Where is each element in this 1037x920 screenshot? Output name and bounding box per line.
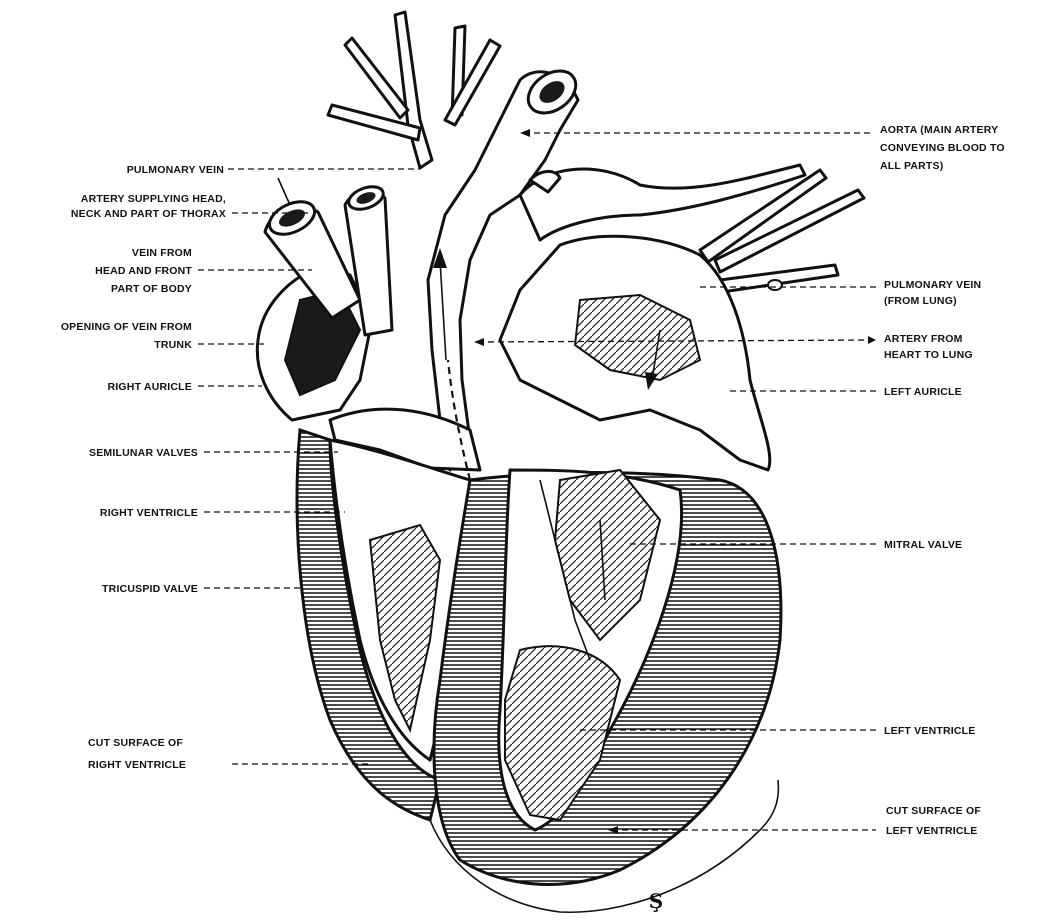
label-opening-vein-line2: TRUNK [154,339,192,351]
label-aorta-line2: CONVEYING BLOOD TO [880,142,1005,154]
heart-illustration [257,12,864,912]
label-left-ventricle: LEFT VENTRICLE [884,725,975,737]
label-mitral-valve: MITRAL VALVE [884,539,962,551]
label-cut-left-line2: LEFT VENTRICLE [886,825,977,837]
label-semilunar-valves: SEMILUNAR VALVES [89,447,198,459]
labels-left: PULMONARY VEIN ARTERY SUPPLYING HEAD, NE… [61,164,226,771]
top-vessels [328,12,500,168]
labels-right: AORTA (MAIN ARTERY CONVEYING BLOOD TO AL… [880,124,1005,837]
label-aorta-line1: AORTA (MAIN ARTERY [880,124,998,136]
label-cut-left-line1: CUT SURFACE OF [886,805,981,817]
label-opening-vein-line1: OPENING OF VEIN FROM [61,321,192,333]
label-left-auricle: LEFT AURICLE [884,386,962,398]
label-cut-right-line1: CUT SURFACE OF [88,737,183,749]
label-pulmonary-vein: PULMONARY VEIN [127,164,224,176]
label-artery-head-line2: NECK AND PART OF THORAX [71,208,226,220]
artist-signature: Ş [649,889,663,913]
label-tricuspid-valve: TRICUSPID VALVE [102,583,198,595]
label-pulmonary-vein-right-line1: PULMONARY VEIN [884,279,981,291]
label-vein-head-line2: HEAD AND FRONT [95,265,192,277]
label-artery-head-line1: ARTERY SUPPLYING HEAD, [81,193,226,205]
label-aorta-line3: ALL PARTS) [880,160,943,172]
label-artery-lung-line2: HEART TO LUNG [884,349,973,361]
label-cut-right-line2: RIGHT VENTRICLE [88,759,186,771]
label-artery-lung-line1: ARTERY FROM [884,333,963,345]
label-right-auricle: RIGHT AURICLE [108,381,192,393]
label-vein-head-line3: PART OF BODY [111,283,192,295]
label-pulmonary-vein-right-line2: (FROM LUNG) [884,295,957,307]
label-right-ventricle: RIGHT VENTRICLE [100,507,198,519]
label-vein-head-line1: VEIN FROM [132,247,192,259]
